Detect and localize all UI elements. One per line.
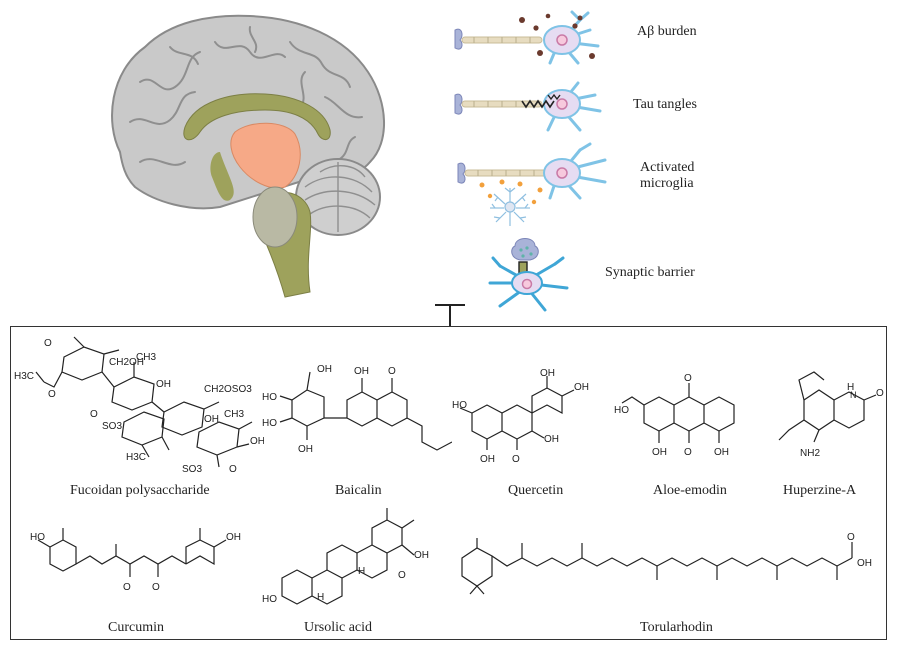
svg-text:OH: OH [204, 414, 219, 425]
svg-text:CH3: CH3 [136, 352, 156, 363]
huperzine-structure: H N O NH2 [778, 371, 884, 459]
svg-text:OH: OH [480, 454, 495, 465]
svg-text:H3C: H3C [126, 452, 146, 463]
svg-text:H: H [317, 592, 324, 603]
svg-text:HO: HO [614, 405, 629, 416]
svg-text:N: N [850, 390, 857, 400]
torularhodin-structure: O OH [461, 532, 872, 595]
microglia-label: Activated microglia [640, 160, 695, 191]
svg-text:CH3: CH3 [224, 409, 244, 420]
svg-text:CH2OH: CH2OH [109, 357, 144, 368]
fucoidan-structure: O H3C O CH2OH CH3 OH CH2OSO3 O SO3 OH H3… [14, 336, 264, 475]
svg-text:O: O [90, 409, 98, 420]
svg-text:O: O [48, 389, 56, 400]
microglia-neuron-icon [457, 142, 607, 226]
svg-text:O: O [398, 570, 406, 581]
svg-text:H: H [358, 566, 365, 577]
svg-text:OH: OH [354, 366, 369, 377]
huperzine-label: Huperzine-A [783, 483, 857, 498]
svg-text:O: O [229, 464, 237, 475]
svg-text:O: O [388, 366, 396, 377]
svg-text:OH: OH [226, 532, 241, 543]
svg-text:O: O [684, 373, 692, 384]
baicalin-label: Baicalin [335, 483, 382, 498]
svg-text:O: O [684, 447, 692, 458]
tau-label: Tau tangles [633, 97, 697, 112]
ursolic-structure: HO H H OH O [262, 508, 429, 605]
curcumin-structure: HO O O OH [30, 528, 241, 593]
svg-text:HO: HO [30, 532, 45, 543]
svg-text:OH: OH [298, 444, 313, 455]
svg-text:O: O [876, 388, 884, 399]
svg-text:OH: OH [574, 382, 589, 393]
torularhodin-label: Torularhodin [640, 620, 713, 635]
svg-text:O: O [847, 532, 855, 543]
synaptic-label: Synaptic barrier [605, 265, 695, 280]
abeta-neuron-icon [454, 10, 600, 65]
svg-text:OH: OH [857, 558, 872, 569]
quercetin-label: Quercetin [508, 483, 564, 498]
svg-text:O: O [152, 582, 160, 593]
svg-text:OH: OH [652, 447, 667, 458]
abeta-label: Aβ burden [637, 24, 697, 39]
svg-text:OH: OH [414, 550, 429, 561]
fucoidan-label: Fucoidan polysaccharide [70, 483, 210, 498]
brain-illustration [111, 14, 386, 298]
tau-neuron-icon [454, 81, 602, 132]
inhibition-connector [435, 304, 465, 326]
aloe-emodin-label: Aloe-emodin [653, 483, 727, 498]
svg-text:H3C: H3C [14, 371, 34, 382]
svg-text:HO: HO [262, 392, 277, 403]
svg-text:OH: OH [714, 447, 729, 458]
svg-text:O: O [512, 454, 520, 465]
svg-text:SO3: SO3 [182, 464, 202, 475]
svg-text:CH2OSO3: CH2OSO3 [204, 384, 252, 395]
compound-panel [10, 326, 887, 640]
svg-text:O: O [44, 338, 52, 349]
svg-text:SO3: SO3 [102, 421, 122, 432]
svg-text:OH: OH [544, 434, 559, 445]
svg-text:H: H [847, 382, 854, 393]
svg-text:HO: HO [452, 400, 467, 411]
quercetin-structure: HO OH O OH OH OH [452, 368, 589, 465]
svg-text:O: O [123, 582, 131, 593]
aloe-emodin-structure: HO O OH O OH [614, 373, 735, 458]
svg-text:NH2: NH2 [800, 448, 820, 459]
svg-text:HO: HO [262, 418, 277, 429]
svg-text:OH: OH [156, 379, 171, 390]
curcumin-label: Curcumin [108, 620, 164, 635]
synaptic-neuron-icon [488, 238, 569, 312]
svg-text:HO: HO [262, 594, 277, 605]
svg-text:OH: OH [317, 364, 332, 375]
ursolic-label: Ursolic acid [304, 620, 373, 635]
svg-text:OH: OH [540, 368, 555, 379]
baicalin-structure: OH OH O HO HO OH [262, 364, 452, 455]
svg-text:OH: OH [250, 436, 264, 447]
